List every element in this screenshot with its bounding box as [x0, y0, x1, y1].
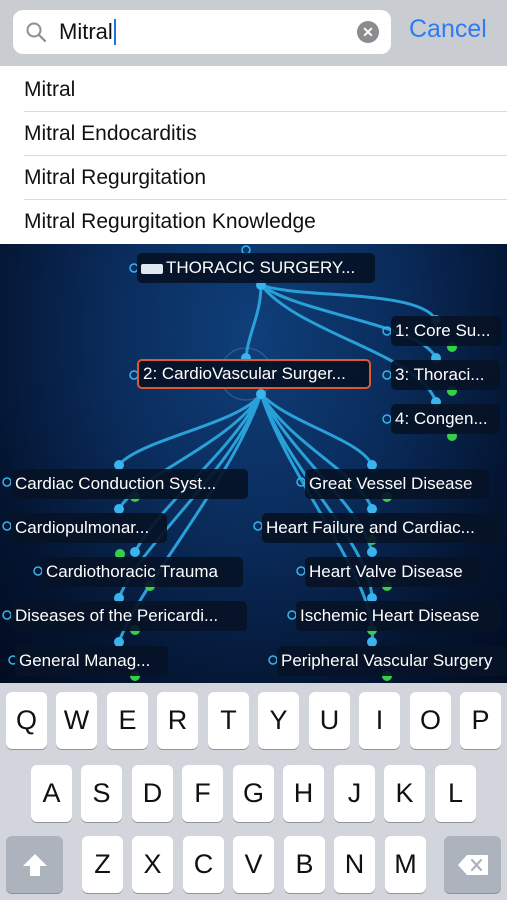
- mindmap-branch-node[interactable]: Diseases of the Pericardi...: [11, 601, 247, 631]
- mindmap-child-node[interactable]: 4: Congen...: [391, 404, 500, 434]
- mindmap-branch-node[interactable]: Cardiac Conduction Syst...: [11, 469, 248, 499]
- key-w[interactable]: W: [56, 692, 97, 749]
- book-icon: [141, 263, 163, 274]
- key-p[interactable]: P: [460, 692, 501, 749]
- mindmap-child-node[interactable]: 1: Core Su...: [391, 316, 502, 346]
- backspace-key[interactable]: [444, 836, 501, 893]
- mindmap-branch-node[interactable]: Great Vessel Disease: [305, 469, 489, 499]
- mindmap-branch-node[interactable]: Peripheral Vascular Surgery: [277, 646, 507, 676]
- key-y[interactable]: Y: [258, 692, 299, 749]
- mindmap-branch-node[interactable]: Cardiothoracic Trauma: [42, 557, 243, 587]
- suggestion-item[interactable]: Mitral Regurgitation Knowledge: [24, 210, 316, 233]
- search-field[interactable]: Mitral ✕: [13, 10, 391, 54]
- shift-icon: [22, 854, 47, 876]
- key-x[interactable]: X: [132, 836, 173, 893]
- search-input[interactable]: Mitral: [59, 19, 116, 45]
- suggestion-list: Mitral Mitral Endocarditis Mitral Regurg…: [0, 66, 507, 244]
- mindmap-branch-node[interactable]: General Manag...: [15, 646, 168, 676]
- keyboard: Q W E R T Y U I O P A S D F G H J K L Z …: [0, 683, 507, 900]
- key-a[interactable]: A: [31, 765, 72, 822]
- key-g[interactable]: G: [233, 765, 274, 822]
- text-cursor: [113, 19, 116, 45]
- key-q[interactable]: Q: [6, 692, 47, 749]
- cancel-button[interactable]: Cancel: [409, 15, 487, 43]
- key-o[interactable]: O: [410, 692, 451, 749]
- clear-icon[interactable]: ✕: [357, 21, 379, 43]
- search-bar: Mitral ✕ Cancel: [0, 0, 507, 66]
- mindmap-selected-node[interactable]: 2: CardioVascular Surger...: [137, 359, 371, 389]
- mindmap-branch-node[interactable]: Heart Valve Disease: [305, 557, 482, 587]
- key-k[interactable]: K: [384, 765, 425, 822]
- key-d[interactable]: D: [132, 765, 173, 822]
- mind-map[interactable]: THORACIC SURGERY... 1: Core Su... 2: Car…: [0, 244, 507, 683]
- mindmap-branch-node[interactable]: Cardiopulmonar...: [11, 513, 167, 543]
- suggestion-item[interactable]: Mitral: [24, 68, 507, 112]
- key-u[interactable]: U: [309, 692, 350, 749]
- key-n[interactable]: N: [334, 836, 375, 893]
- mindmap-branch-node[interactable]: Ischemic Heart Disease: [296, 601, 502, 631]
- key-h[interactable]: H: [283, 765, 324, 822]
- key-m[interactable]: M: [385, 836, 426, 893]
- key-j[interactable]: J: [334, 765, 375, 822]
- shift-key[interactable]: [6, 836, 63, 893]
- key-r[interactable]: R: [157, 692, 198, 749]
- key-s[interactable]: S: [81, 765, 122, 822]
- key-t[interactable]: T: [208, 692, 249, 749]
- mindmap-branch-node[interactable]: Heart Failure and Cardiac...: [262, 513, 501, 543]
- mindmap-child-node[interactable]: 3: Thoraci...: [391, 360, 500, 390]
- key-e[interactable]: E: [107, 692, 148, 749]
- key-i[interactable]: I: [359, 692, 400, 749]
- suggestion-item[interactable]: Mitral Regurgitation: [24, 156, 507, 200]
- key-b[interactable]: B: [284, 836, 325, 893]
- search-icon: [26, 22, 47, 43]
- key-z[interactable]: Z: [82, 836, 123, 893]
- key-c[interactable]: C: [183, 836, 224, 893]
- mindmap-root-node[interactable]: THORACIC SURGERY...: [137, 253, 375, 283]
- backspace-icon: [457, 855, 488, 875]
- key-f[interactable]: F: [182, 765, 223, 822]
- suggestion-item[interactable]: Mitral Endocarditis: [24, 112, 507, 156]
- key-v[interactable]: V: [233, 836, 274, 893]
- key-l[interactable]: L: [435, 765, 476, 822]
